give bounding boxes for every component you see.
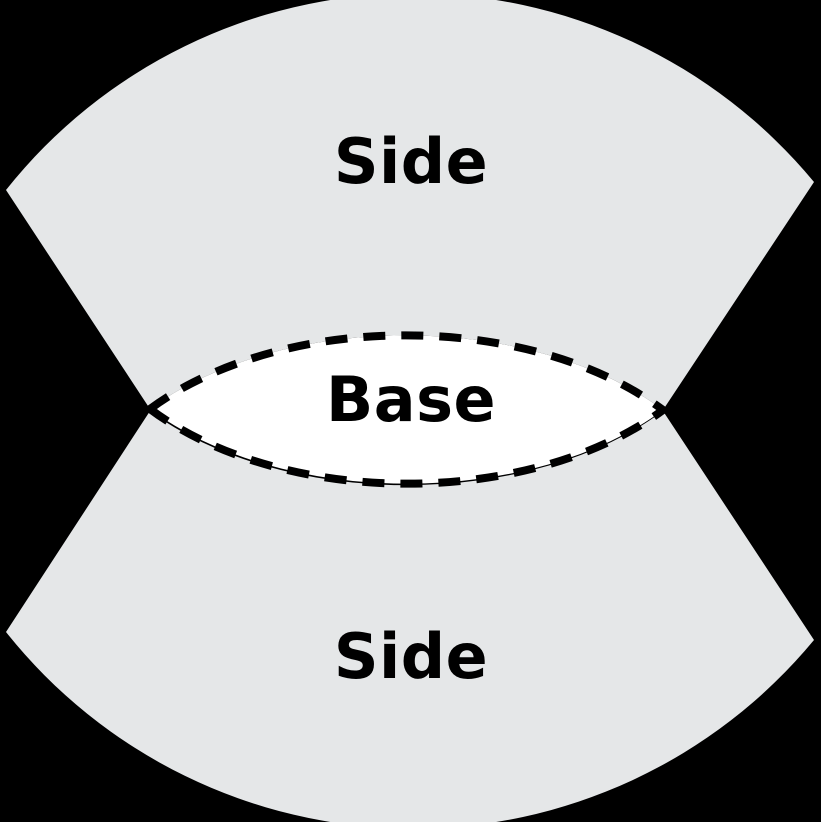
side-bottom-sector [6, 411, 814, 822]
base-lens-fill [150, 335, 663, 484]
side-top-sector [6, 0, 814, 410]
label-side-bottom: Side [334, 620, 488, 693]
label-base: Base [326, 363, 496, 436]
label-side-top: Side [334, 125, 488, 198]
base-lens-outline [143, 331, 670, 488]
